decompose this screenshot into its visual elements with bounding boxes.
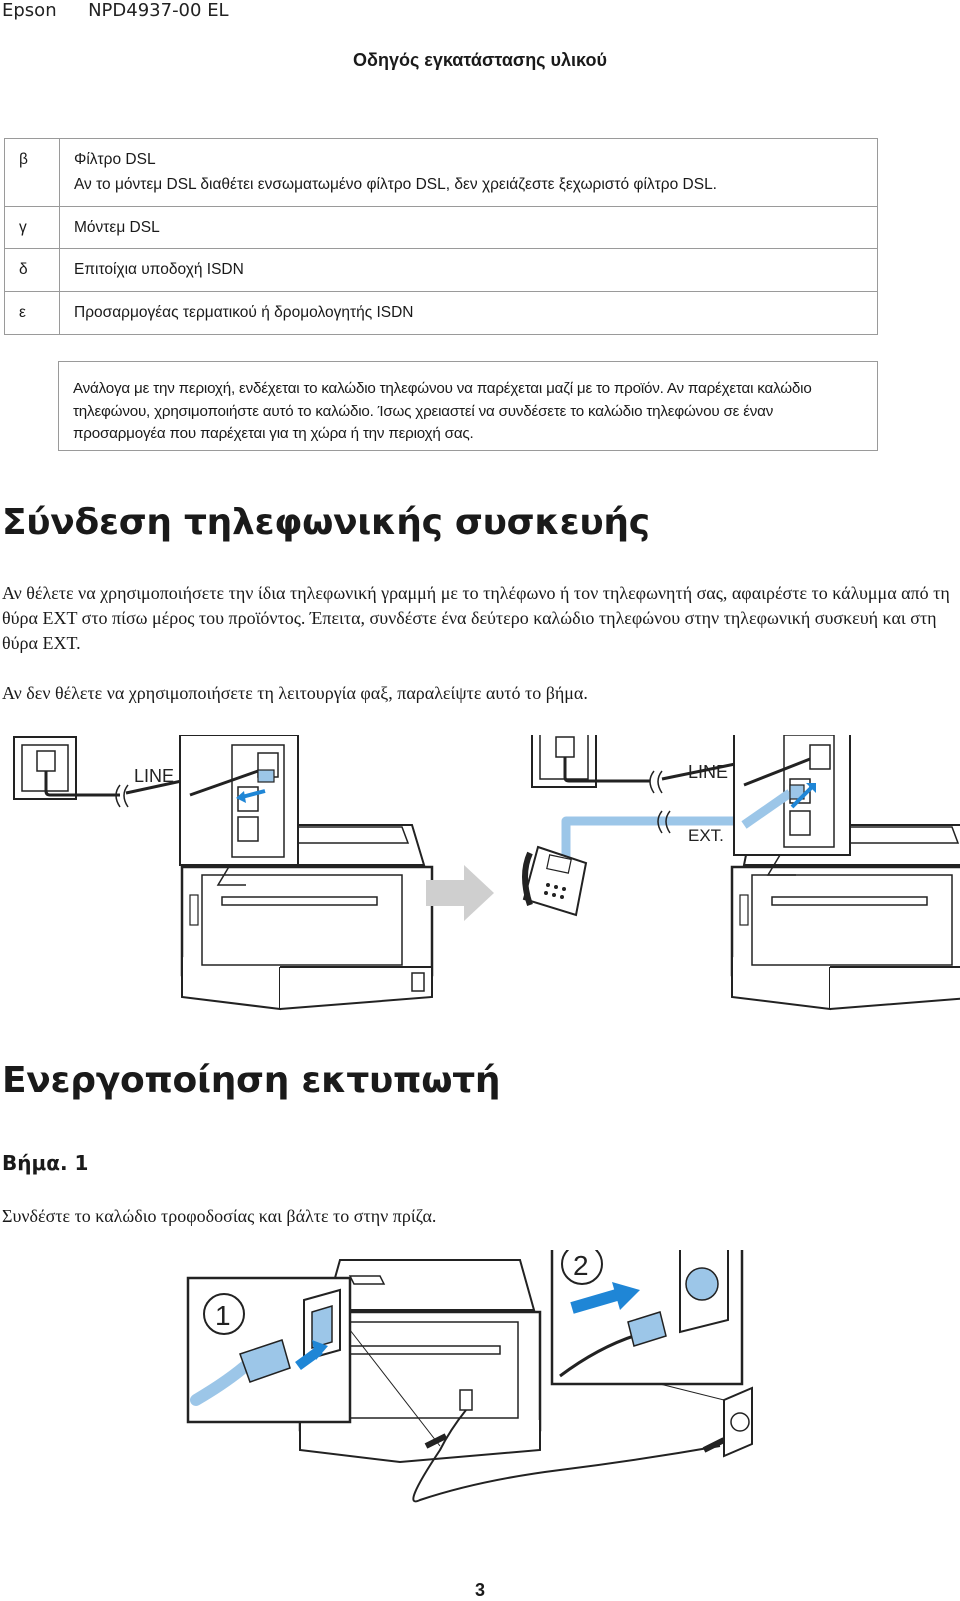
wall-outlet-small bbox=[723, 1386, 753, 1458]
section-paragraph: Αν θέλετε να χρησιμοποιήσετε την ίδια τη… bbox=[2, 583, 950, 653]
wall-jack-right bbox=[531, 735, 650, 788]
row-value: Προσαρμογέας τερματικού ή δρομολογητής I… bbox=[59, 291, 878, 335]
row-key: γ bbox=[4, 205, 60, 250]
row-value-line: Αν το μόντεμ DSL διαθέτει ενσωματωμένο φ… bbox=[74, 175, 717, 193]
wall-jack-left bbox=[13, 736, 120, 800]
step-paragraph: Συνδέστε το καλώδιο τροφοδοσίας και βάλτ… bbox=[2, 1206, 437, 1226]
row-value-line: Φίλτρο DSL bbox=[74, 151, 156, 168]
line-label-left: LINE bbox=[134, 766, 174, 786]
port-zoom-left bbox=[179, 735, 299, 866]
row-key: δ bbox=[4, 248, 60, 293]
row-key: β bbox=[4, 138, 60, 207]
step-arrow-icon bbox=[426, 865, 494, 921]
power-connection-figure: 1 2 bbox=[186, 1250, 753, 1503]
phone-connection-figure: LINE LINE EXT. bbox=[13, 735, 960, 1011]
power-cable bbox=[412, 1409, 721, 1503]
section-heading-phone: Σύνδεση τηλεφωνικής συσκευής bbox=[2, 502, 650, 543]
step-label: Βήμα. 1 bbox=[2, 1151, 89, 1175]
callout-number-2: 2 bbox=[573, 1250, 589, 1281]
running-header: Epson NPD4937-00 EL bbox=[2, 0, 229, 21]
row-value: Μόντεμ DSL bbox=[59, 205, 878, 250]
table-row: ε Προσαρμογέας τερματικού ή δρομολογητής… bbox=[4, 291, 878, 335]
callout-number-1: 1 bbox=[215, 1300, 231, 1331]
table-row: γ Μόντεμ DSL bbox=[4, 205, 878, 250]
ext-label: EXT. bbox=[688, 826, 724, 845]
page-number: 3 bbox=[474, 1580, 485, 1600]
row-key: ε bbox=[4, 291, 60, 335]
header-brand: Epson bbox=[2, 0, 57, 21]
telephone-icon bbox=[522, 845, 588, 917]
definition-table: β Φίλτρο DSL Αν το μόντεμ DSL διαθέτει ε… bbox=[4, 138, 878, 335]
table-row: δ Επιτοίχια υποδοχή ISDN bbox=[4, 248, 878, 293]
header-doc-code: NPD4937-00 EL bbox=[88, 0, 229, 21]
zoom-callout-2: 2 bbox=[550, 1250, 744, 1386]
zoom-callout-1: 1 bbox=[186, 1276, 352, 1424]
printer-power bbox=[298, 1259, 542, 1464]
section-heading-power: Ενεργοποίηση εκτυπωτή bbox=[2, 1060, 501, 1101]
row-value: Επιτοίχια υποδοχή ISDN bbox=[59, 248, 878, 293]
table-row: β Φίλτρο DSL Αν το μόντεμ DSL διαθέτει ε… bbox=[4, 138, 878, 207]
note-box: Ανάλογα με την περιοχή, ενδέχεται το καλ… bbox=[58, 361, 878, 451]
port-zoom-right bbox=[733, 735, 851, 856]
section-paragraph: Αν δεν θέλετε να χρησιμοποιήσετε τη λειτ… bbox=[2, 683, 588, 703]
document-title: Οδηγός εγκατάστασης υλικού bbox=[353, 50, 607, 70]
line-label-right: LINE bbox=[688, 762, 728, 782]
row-value: Φίλτρο DSL Αν το μόντεμ DSL διαθέτει ενσ… bbox=[59, 138, 878, 207]
